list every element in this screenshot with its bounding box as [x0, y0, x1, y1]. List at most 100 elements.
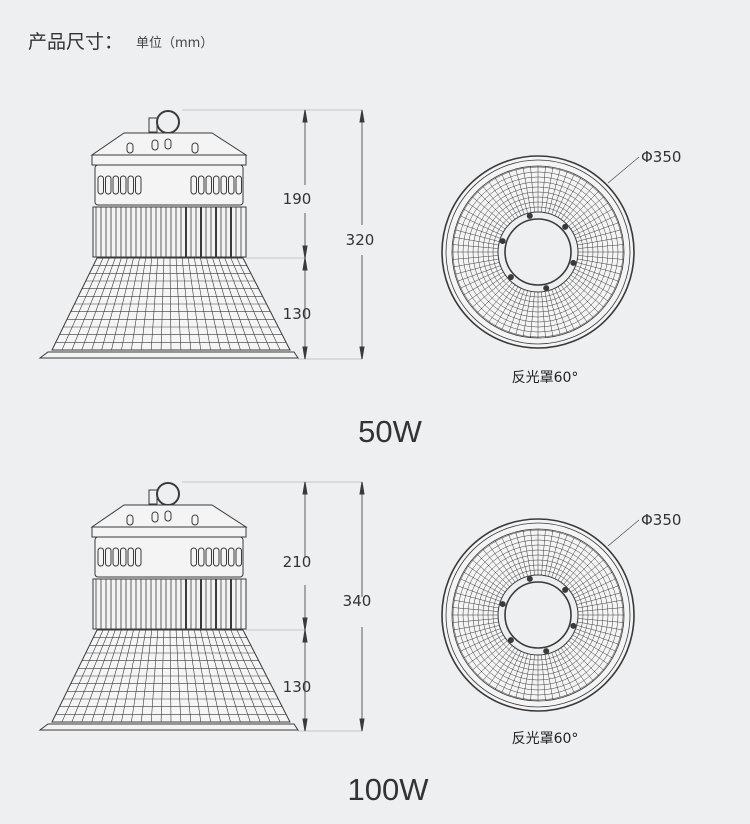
lamp-side-view [38, 109, 365, 360]
reflector-grid-spoke [551, 171, 568, 215]
unit-label: 单位（mm） [136, 36, 214, 51]
reflector-grid-spoke [482, 185, 513, 222]
reflector-grid-spoke [501, 288, 522, 331]
reflector-grid-spoke [515, 290, 528, 336]
reflector-grid-spoke [488, 647, 516, 686]
reflector-grid-spoke [459, 268, 502, 289]
reflector-grid-spoke [577, 244, 624, 249]
reflector-grid-spoke [566, 554, 599, 587]
reflector-grid-spoke [515, 168, 528, 214]
model-label: 50W [358, 414, 422, 449]
reflector-grid-spoke [488, 181, 516, 220]
reflector-grid-spoke [568, 559, 605, 590]
reflector-grid-spoke [477, 554, 510, 587]
housing-slot [97, 547, 104, 567]
dim-total-height: 340 [342, 592, 372, 610]
reflector-grid-spoke [508, 652, 525, 696]
reflector-grid-spoke [574, 268, 617, 289]
reflector-grid-spoke [457, 628, 501, 645]
reflector-grid-spoke [522, 530, 532, 576]
dim-arrow [359, 481, 365, 495]
vent-slot [164, 138, 172, 150]
reflector-grid-spoke [575, 222, 619, 239]
vent-slot [191, 514, 199, 526]
rim-ring [445, 159, 631, 345]
reflector-grid-spoke [467, 202, 506, 230]
reflector-grid-spoke [548, 290, 561, 336]
reflector-grid-spoke [508, 534, 525, 578]
housing-slot [198, 175, 205, 195]
reflector-grid-spoke [544, 530, 554, 576]
heat-sink [92, 206, 247, 258]
reflector-grid-spoke [457, 265, 501, 282]
reflector-grid-spoke [576, 625, 622, 638]
reflector-grid-spoke [530, 166, 535, 213]
reflector-grid-spoke [554, 536, 575, 579]
reflector-grid-spoke [575, 585, 619, 602]
reflector-grid-spoke [566, 280, 599, 313]
reflector-grid-spoke [574, 215, 617, 236]
reflector-grid-spoke [459, 215, 502, 236]
mount-screw [499, 601, 506, 608]
mount-screw [499, 238, 506, 245]
housing-slot [213, 547, 220, 567]
reflector-grid-spoke [452, 255, 499, 260]
housing-band [91, 526, 247, 538]
housing-slot [228, 547, 235, 567]
reflector-grid-spoke [471, 196, 508, 227]
dim-arrow [302, 245, 308, 259]
vent-slot [151, 139, 159, 151]
reflector-grid-spoke [577, 255, 624, 260]
reflector-grid-spoke [477, 191, 510, 224]
housing-slot [220, 175, 227, 195]
housing-cap [90, 504, 248, 528]
reflector-grid-spoke [530, 654, 535, 701]
reflector-grid-spoke [488, 284, 516, 323]
reflector-grid-spoke [453, 258, 499, 268]
reflector-grid-spoke [522, 291, 532, 337]
reflector-grid-spoke [494, 286, 519, 327]
reflector-grid-spoke [577, 607, 624, 612]
reflector-grid-spoke [551, 289, 568, 333]
reflector-grid-spoke [576, 592, 622, 605]
reflector-grid-spoke [515, 653, 528, 699]
ring-bracket [148, 117, 158, 133]
reflector-grid-spoke [459, 578, 502, 599]
reflector-grid-spoke [560, 544, 588, 583]
reflector-grid-spoke [544, 654, 554, 700]
reflector-grid-spoke [575, 628, 619, 645]
reflector-grid-spoke [572, 571, 613, 596]
vent-slot [126, 142, 134, 154]
reflector-grid-spoke [453, 599, 499, 609]
dim-arrow [302, 481, 308, 495]
reflector-grid-spoke [530, 529, 535, 576]
mount-screw [526, 212, 533, 219]
shade-rim [38, 723, 299, 731]
housing-slot [105, 175, 112, 195]
reflector-grid-spoke [572, 208, 613, 233]
reflector-top-view [441, 518, 640, 712]
housing-slot [198, 547, 205, 567]
reflector-grid-spoke [508, 171, 525, 215]
housing-cap [90, 132, 248, 156]
reflector-grid-spoke [563, 548, 594, 585]
mount-screw [570, 259, 577, 266]
dim-upper-height: 210 [282, 553, 312, 571]
center-opening [504, 218, 572, 286]
reflector-grid-spoke [494, 177, 519, 218]
reflector-grid-spoke [560, 284, 588, 323]
reflector-grid-spoke [576, 229, 622, 242]
leader-line [607, 519, 640, 547]
reflector-top-view [441, 155, 640, 349]
reflector-grid-spoke [494, 540, 519, 581]
reflector-grid-spoke [457, 585, 501, 602]
reflector-grid-spoke [574, 631, 617, 652]
housing-slot [135, 175, 142, 195]
vent-slot [126, 514, 134, 526]
reflector-grid-spoke [488, 544, 516, 583]
hanging-ring [156, 110, 180, 134]
reflector-grid-spoke [566, 643, 599, 676]
reflector-grid-spoke [501, 173, 522, 216]
reflector-grid-spoke [463, 571, 504, 596]
